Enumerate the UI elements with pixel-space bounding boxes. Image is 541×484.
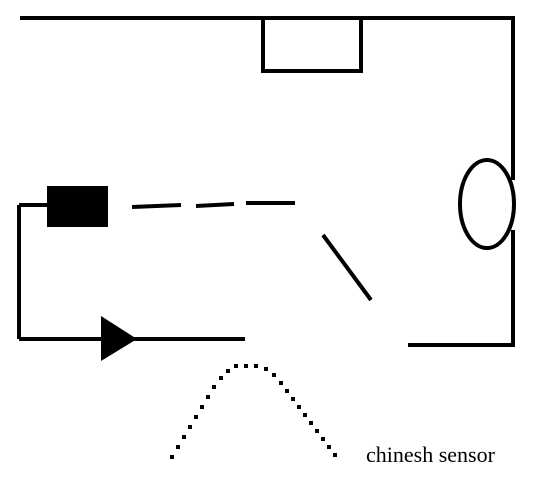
sensor-dot (254, 364, 258, 368)
sensor-dot (194, 415, 198, 419)
sensor-dot (309, 421, 313, 425)
sensor-dot (333, 453, 337, 457)
lamp-ellipse (458, 158, 516, 250)
sensor-label: chinesh sensor (366, 442, 496, 467)
sensor-dot (219, 376, 223, 380)
sensor-dot (264, 367, 268, 371)
sensor-dot (272, 373, 276, 377)
right-wire (408, 18, 515, 347)
sensor-dot (234, 364, 238, 368)
sensor-dot (285, 389, 289, 393)
sensor-dot (279, 381, 283, 385)
sensor-dot (315, 429, 319, 433)
arrowhead-icon (101, 316, 137, 361)
sensor-dot (188, 425, 192, 429)
sensor-dot (170, 455, 174, 459)
sensor-dot (212, 385, 216, 389)
sensor-dot (176, 445, 180, 449)
resistor-box (261, 16, 363, 73)
sensor-field-dots (170, 364, 337, 459)
sensor-dot (182, 435, 186, 439)
dashed-link (131, 201, 295, 209)
sensor-dot (321, 437, 325, 441)
sensor-dot (303, 413, 307, 417)
sensor-dot (226, 369, 230, 373)
black-block (47, 186, 108, 227)
sensor-dot (206, 395, 210, 399)
sensor-dot (327, 445, 331, 449)
switch-lever (321, 233, 373, 302)
sensor-dot (244, 364, 248, 368)
sensor-dot (297, 405, 301, 409)
sensor-dot (291, 397, 295, 401)
sensor-dot (200, 405, 204, 409)
